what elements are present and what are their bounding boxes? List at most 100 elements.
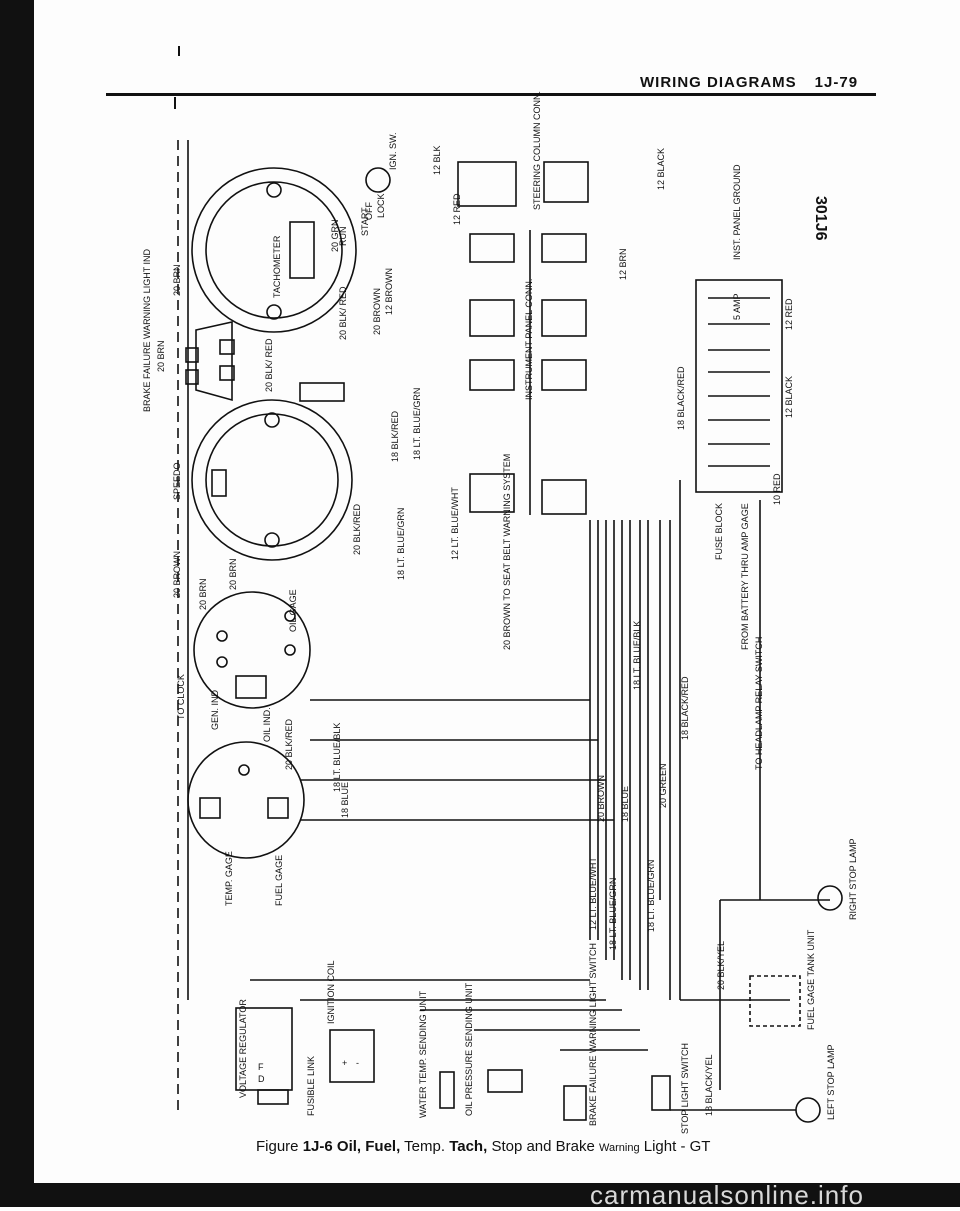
steering-column-connector [457,161,517,207]
label-to-clock: TO CLOCK [176,674,186,720]
label-fuel-gage: FUEL GAGE [274,855,284,906]
label-oil-ind: OIL IND. [262,707,272,742]
label-seat-belt: 20 BROWN TO SEAT BELT WARNING SYSTEM [502,454,512,650]
label-12blk: 12 BLK [432,145,442,175]
label-steering: STEERING COLUMN CONN. [532,91,542,210]
label-18ltbluegrn-a: 18 LT. BLUE/GRN [412,388,422,460]
label-20blkred-b: 20 BLK/ RED [264,338,274,392]
temp-fuel-gauge [187,741,305,859]
brake-indicator-housing [195,321,233,402]
ip-connector-3 [469,359,515,391]
label-20grn: 20 GRN [330,219,340,252]
label-brake-switch: BRAKE FAILURE WARNING LIGHT SWITCH [588,943,598,1126]
label-18blue-b: 18 BLUE [620,786,630,822]
label-gen-ind: GEN. IND [210,689,220,730]
label-20blkyel: 20 BLK/YEL [716,941,726,990]
label-18blackred: 18 BLACK/RED [676,366,686,430]
caption-part5: Warning [599,1142,640,1154]
label-18blue-a: 18 BLUE [340,782,350,818]
label-brake-ind: BRAKE FAILURE WARNING LIGHT IND [142,248,152,412]
label-20brown-b: 20 BROWN [172,551,182,598]
label-20brn-a: 20 BRN [172,264,182,296]
label-12red-a: 12 RED [452,193,462,225]
label-20blkred-c: 20 BLK/RED [352,503,362,555]
label-minus: - [356,1058,359,1068]
label-12ltbluewht: 12 LT. BLUE/WHT [450,487,460,560]
label-inst-conn: INSTRUMENT PANEL CONN. [524,279,534,400]
caption-part6: Light - GT [643,1138,711,1155]
scan-edge-left [0,0,34,1207]
label-12brown: 12 BROWN [384,268,394,315]
header-section: 1J-79 [814,74,859,91]
label-plus: + [342,1058,347,1068]
label-right-stop: RIGHT STOP LAMP [848,838,858,920]
page-header: WIRING DIAGRAMS 1J-79 [640,74,858,91]
figure-code: 301J6 [812,196,829,241]
label-5amp: 5 AMP [732,293,742,320]
ip-connector-1 [469,233,515,263]
label-voltage-reg: VOLTAGE REGULATOR [238,999,248,1098]
label-run: RUN [338,227,348,247]
caption-part2: Temp. [404,1138,446,1155]
label-water-temp: WATER TEMP. SENDING UNIT [418,990,428,1118]
label-10red: 10 RED [772,473,782,505]
ignition-coil [329,1029,375,1083]
label-18ltbluegrn-c: 18 LT. BLUE/GRN [608,878,618,950]
label-20brn-c: 20 BRN [198,578,208,610]
fuel-tank-unit [749,975,801,1027]
label-start: START [360,207,370,236]
header-title: WIRING DIAGRAMS [640,74,797,91]
label-18ltbluegrn-b: 18 LT. BLUE/GRN [396,508,406,580]
caption-prefix: Figure [256,1138,299,1155]
label-18ltblueblk-a: 18 LT. BLUE/BLK [332,723,342,792]
label-20brn-b: 20 BRN [156,340,166,372]
scan-mark [174,97,176,109]
label-18blkyel: 18 BLACK/YEL [704,1054,714,1116]
label-12black-b: 12 BLACK [784,376,794,418]
label-tachometer: TACHOMETER [272,235,282,298]
label-20green: 20 GREEN [658,763,668,808]
label-lock: LOCK [376,193,386,218]
label-stop-switch: STOP LIGHT SWITCH [680,1043,690,1134]
brake-warning-switch [563,1085,587,1121]
label-18ltblueblk-b: 18 LT. BLUE/BLK [632,621,642,690]
ip-connector-4 [469,473,515,513]
water-temp-sender [439,1071,455,1109]
label-18blackred-c: 18 BLACK/RED [680,676,690,740]
tach-connector [299,382,345,402]
label-inst-ground: INST. PANEL GROUND [732,164,742,260]
header-rule [106,93,876,96]
left-stop-lamp [795,1097,821,1123]
ignition-switch [365,167,391,193]
label-20blkred-d: 20 BLK/RED [284,718,294,770]
scan-mark [178,46,180,56]
stop-light-switch [651,1075,671,1111]
label-oil-gage: OIL GAGE [288,589,298,632]
label-f: F [258,1062,264,1072]
figure-caption: Figure 1J-6 Oil, Fuel, Temp. Tach, Stop … [256,1138,710,1155]
oil-pressure-sender [487,1069,523,1093]
label-12brn: 12 BRN [618,248,628,280]
caption-part3: Tach, [449,1138,488,1155]
ip-connector-2 [469,299,515,337]
label-off: OFF [364,202,374,220]
right-stop-lamp [817,885,843,911]
label-oil-pressure: OIL PRESSURE SENDING UNIT [464,982,474,1116]
label-18blkred-b: 18 BLK/RED [390,410,400,462]
label-from-battery: FROM BATTERY THRU AMP GAGE [740,503,750,650]
label-20brown-a: 20 BROWN [372,288,382,335]
fuse-block [695,279,783,493]
label-speedo: SPEEDO [172,462,182,500]
tachometer-gauge [191,167,357,333]
speedometer-gauge [191,399,353,561]
label-20brn-d: 20 BRN [228,558,238,590]
label-fuel-tank: FUEL GAGE TANK UNIT [806,929,816,1030]
caption-part4: Stop and Brake [491,1138,595,1155]
label-18ltbluegrn-d: 18 LT. BLUE/GRN [646,860,656,932]
label-temp-gage: TEMP. GAGE [224,851,234,906]
label-d: D [258,1074,265,1084]
label-left-stop: LEFT STOP LAMP [826,1044,836,1120]
label-12ltbluewht-b: 12 LT. BLUE/WHT [588,857,598,930]
label-20blkred-a: 20 BLK/ RED [338,286,348,340]
